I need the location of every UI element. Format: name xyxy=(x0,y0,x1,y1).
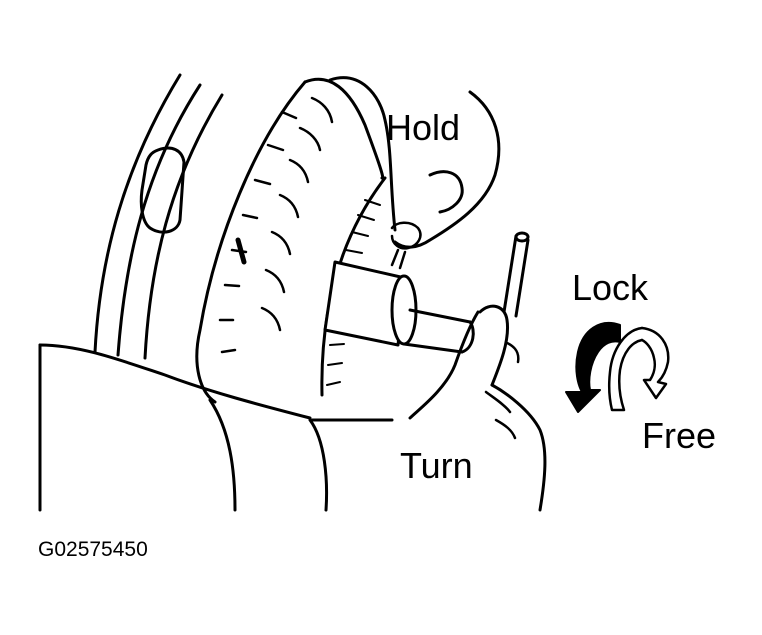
free-arrow-icon xyxy=(607,326,670,412)
tire-tread xyxy=(195,77,385,404)
label-lock: Lock xyxy=(572,267,649,308)
label-free: Free xyxy=(642,415,717,456)
fender-arcs xyxy=(93,73,224,360)
figure-code: G02575450 xyxy=(38,538,148,561)
lock-arrow-icon xyxy=(565,322,621,413)
socket-tool xyxy=(323,231,530,364)
holding-hand xyxy=(328,76,501,270)
label-hold: Hold xyxy=(386,107,461,148)
body-outline xyxy=(38,343,394,512)
turning-hand xyxy=(408,304,547,512)
label-turn: Turn xyxy=(400,445,473,486)
